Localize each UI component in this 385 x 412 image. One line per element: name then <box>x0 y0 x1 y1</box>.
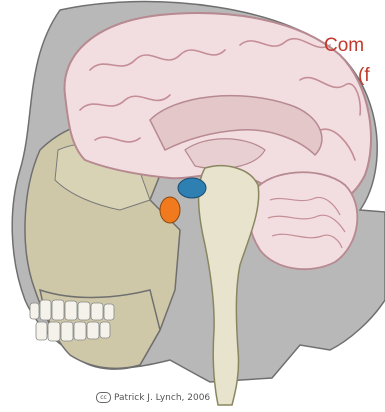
caption-fragment-1: Com <box>324 36 364 55</box>
cerebellum <box>249 172 357 269</box>
caption-fragment-2: (f <box>358 66 370 85</box>
credit-text: Patrick J. Lynch, 2006 <box>114 393 210 403</box>
cc-license-icon: cc <box>96 392 111 403</box>
hypothalamus <box>160 197 180 223</box>
pituitary-blue <box>178 178 206 198</box>
